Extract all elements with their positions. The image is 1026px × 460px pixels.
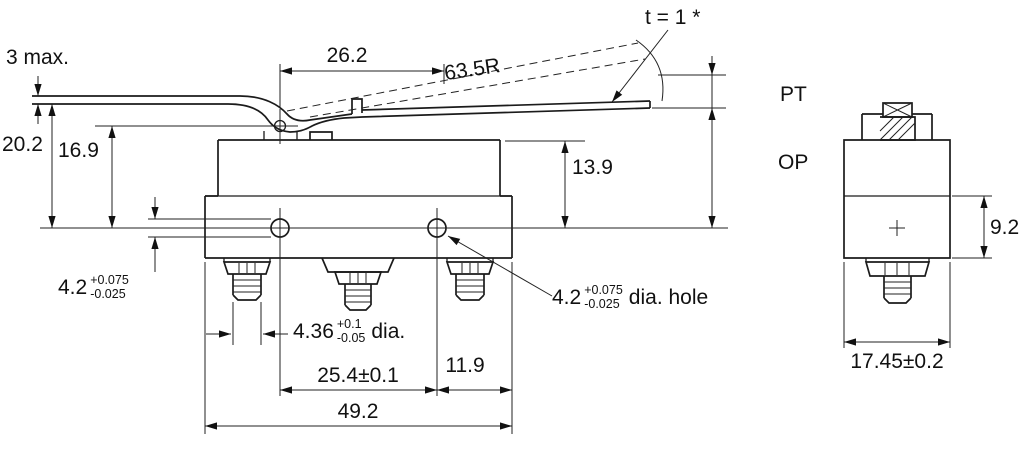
- pretravel-label: PT: [780, 83, 807, 106]
- terminal-screw-diameter-label: 4.36 +0.1 -0.05 dia.: [293, 317, 406, 345]
- side-width-dimension: 17.45±0.2: [850, 350, 944, 373]
- tolerance-plus: +0.1: [336, 317, 362, 331]
- tolerance-stack: +0.075 -0.025: [584, 283, 623, 311]
- lever-length-dimension: 26.2: [326, 44, 368, 67]
- left-hole-diameter-label: 4.2 +0.075 -0.025: [58, 273, 129, 301]
- tolerance-plus: +0.075: [584, 283, 623, 297]
- dimension-value: 4.2: [58, 275, 88, 299]
- side-body: [843, 102, 951, 259]
- tolerance-stack: +0.075 -0.025: [90, 273, 129, 301]
- hole-pitch-dimension: 25.4±0.1: [317, 364, 399, 387]
- front-view: [32, 29, 728, 434]
- dimension-value: 4.2: [552, 285, 582, 309]
- tolerance-stack: +0.1 -0.05: [336, 317, 366, 345]
- mounting-holes: [40, 208, 728, 248]
- dimension-suffix: dia. hole: [628, 285, 709, 309]
- hinge-lever: [32, 95, 651, 144]
- operating-position-label: OP: [778, 151, 809, 174]
- tolerance-plus: +0.075: [90, 273, 129, 287]
- height-20-2-dimension: 20.2: [2, 133, 43, 156]
- tolerance-minus: -0.05: [336, 330, 366, 345]
- front-dimensions: [34, 29, 726, 434]
- lever-thickness-label: 3 max.: [6, 46, 70, 69]
- side-height-dimension: 9.2: [990, 216, 1020, 239]
- height-16-9-dimension: 16.9: [58, 139, 99, 162]
- side-dimensions: [843, 195, 992, 348]
- side-view: [843, 102, 992, 348]
- side-terminal-screw: [864, 258, 931, 304]
- lever-sweep: [286, 39, 664, 118]
- body-width-dimension: 49.2: [337, 400, 379, 423]
- edge-offset-dimension: 11.9: [445, 354, 485, 377]
- tolerance-minus: -0.025: [90, 286, 126, 301]
- dimension-suffix: dia.: [371, 319, 406, 343]
- switch-body: [204, 131, 513, 259]
- sweep-arc: [635, 39, 664, 102]
- blade-thickness-note: t = 1 *: [645, 6, 701, 29]
- tolerance-minus: -0.025: [584, 296, 620, 311]
- terminal-screws: [222, 257, 495, 311]
- dimension-value: 4.36: [293, 319, 334, 343]
- right-hole-diameter-label: 4.2 +0.075 -0.025 dia. hole: [552, 283, 709, 311]
- height-13-9-dimension: 13.9: [572, 156, 613, 179]
